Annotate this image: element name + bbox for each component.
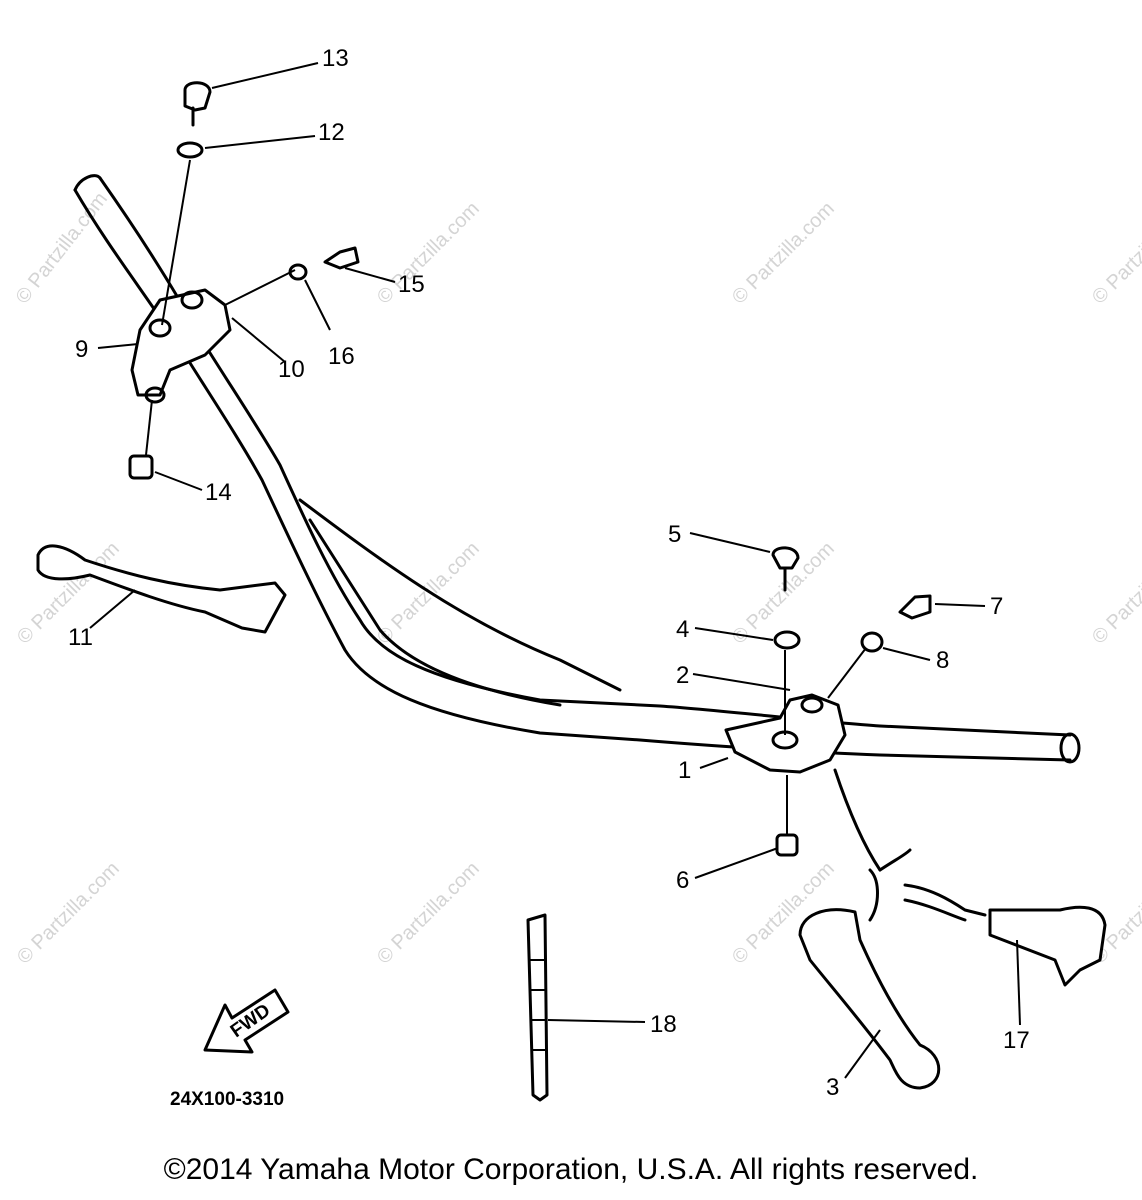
nut-8 [860, 631, 884, 653]
lever-3 [798, 908, 941, 1090]
callout-7: 7 [990, 593, 1003, 620]
callout-10: 10 [278, 356, 305, 383]
cable-tie-18 [526, 913, 549, 1102]
callout-14: 14 [205, 479, 232, 506]
upper-handle-holder-left [130, 288, 232, 404]
watermark: © Partzilla.com [373, 858, 484, 969]
callout-4: 4 [676, 616, 689, 643]
callout-9: 9 [75, 336, 88, 363]
callout-12: 12 [318, 119, 345, 146]
callout-6: 6 [676, 867, 689, 894]
watermark: © Partzilla.com [12, 188, 112, 308]
handlebar-switch-17 [833, 768, 1107, 987]
leader-lines [89, 62, 1021, 1079]
washer-12 [176, 141, 204, 159]
callout-3: 3 [826, 1074, 839, 1101]
bolt-13 [183, 81, 212, 112]
watermark: © Partzilla.com [1088, 538, 1142, 649]
handlebar [73, 174, 1081, 764]
watermark: © Partzilla.com [373, 198, 484, 309]
lever-11 [36, 544, 287, 634]
watermark: © Partzilla.com [373, 538, 484, 649]
nut-6 [775, 833, 799, 857]
callout-numbers: 1 2 3 4 5 6 7 8 9 10 11 12 13 14 15 16 1… [68, 45, 1030, 1101]
washer-4 [773, 630, 801, 650]
callout-2: 2 [676, 662, 689, 689]
callout-1: 1 [678, 757, 691, 784]
callout-11: 11 [68, 624, 93, 651]
callout-13: 13 [322, 45, 349, 72]
watermark: © Partzilla.com [728, 198, 839, 309]
forward-arrow: FWD [203, 988, 290, 1054]
levers [36, 544, 941, 1090]
callout-8: 8 [936, 647, 949, 674]
callout-5: 5 [668, 521, 681, 548]
bolt-7 [898, 594, 932, 620]
diagram-code: 24X100-3310 [170, 1089, 284, 1110]
callout-15: 15 [398, 271, 425, 298]
watermark: © Partzilla.com [1088, 198, 1142, 309]
callout-18: 18 [650, 1011, 677, 1038]
nut-14 [128, 454, 154, 480]
bolt-15 [323, 246, 360, 270]
watermark: © Partzilla.com [13, 858, 124, 969]
callout-17: 17 [1003, 1027, 1030, 1054]
copyright-notice: ©2014 Yamaha Motor Corporation, U.S.A. A… [163, 1153, 979, 1186]
bolt-5 [771, 546, 800, 570]
callout-16: 16 [328, 343, 355, 370]
